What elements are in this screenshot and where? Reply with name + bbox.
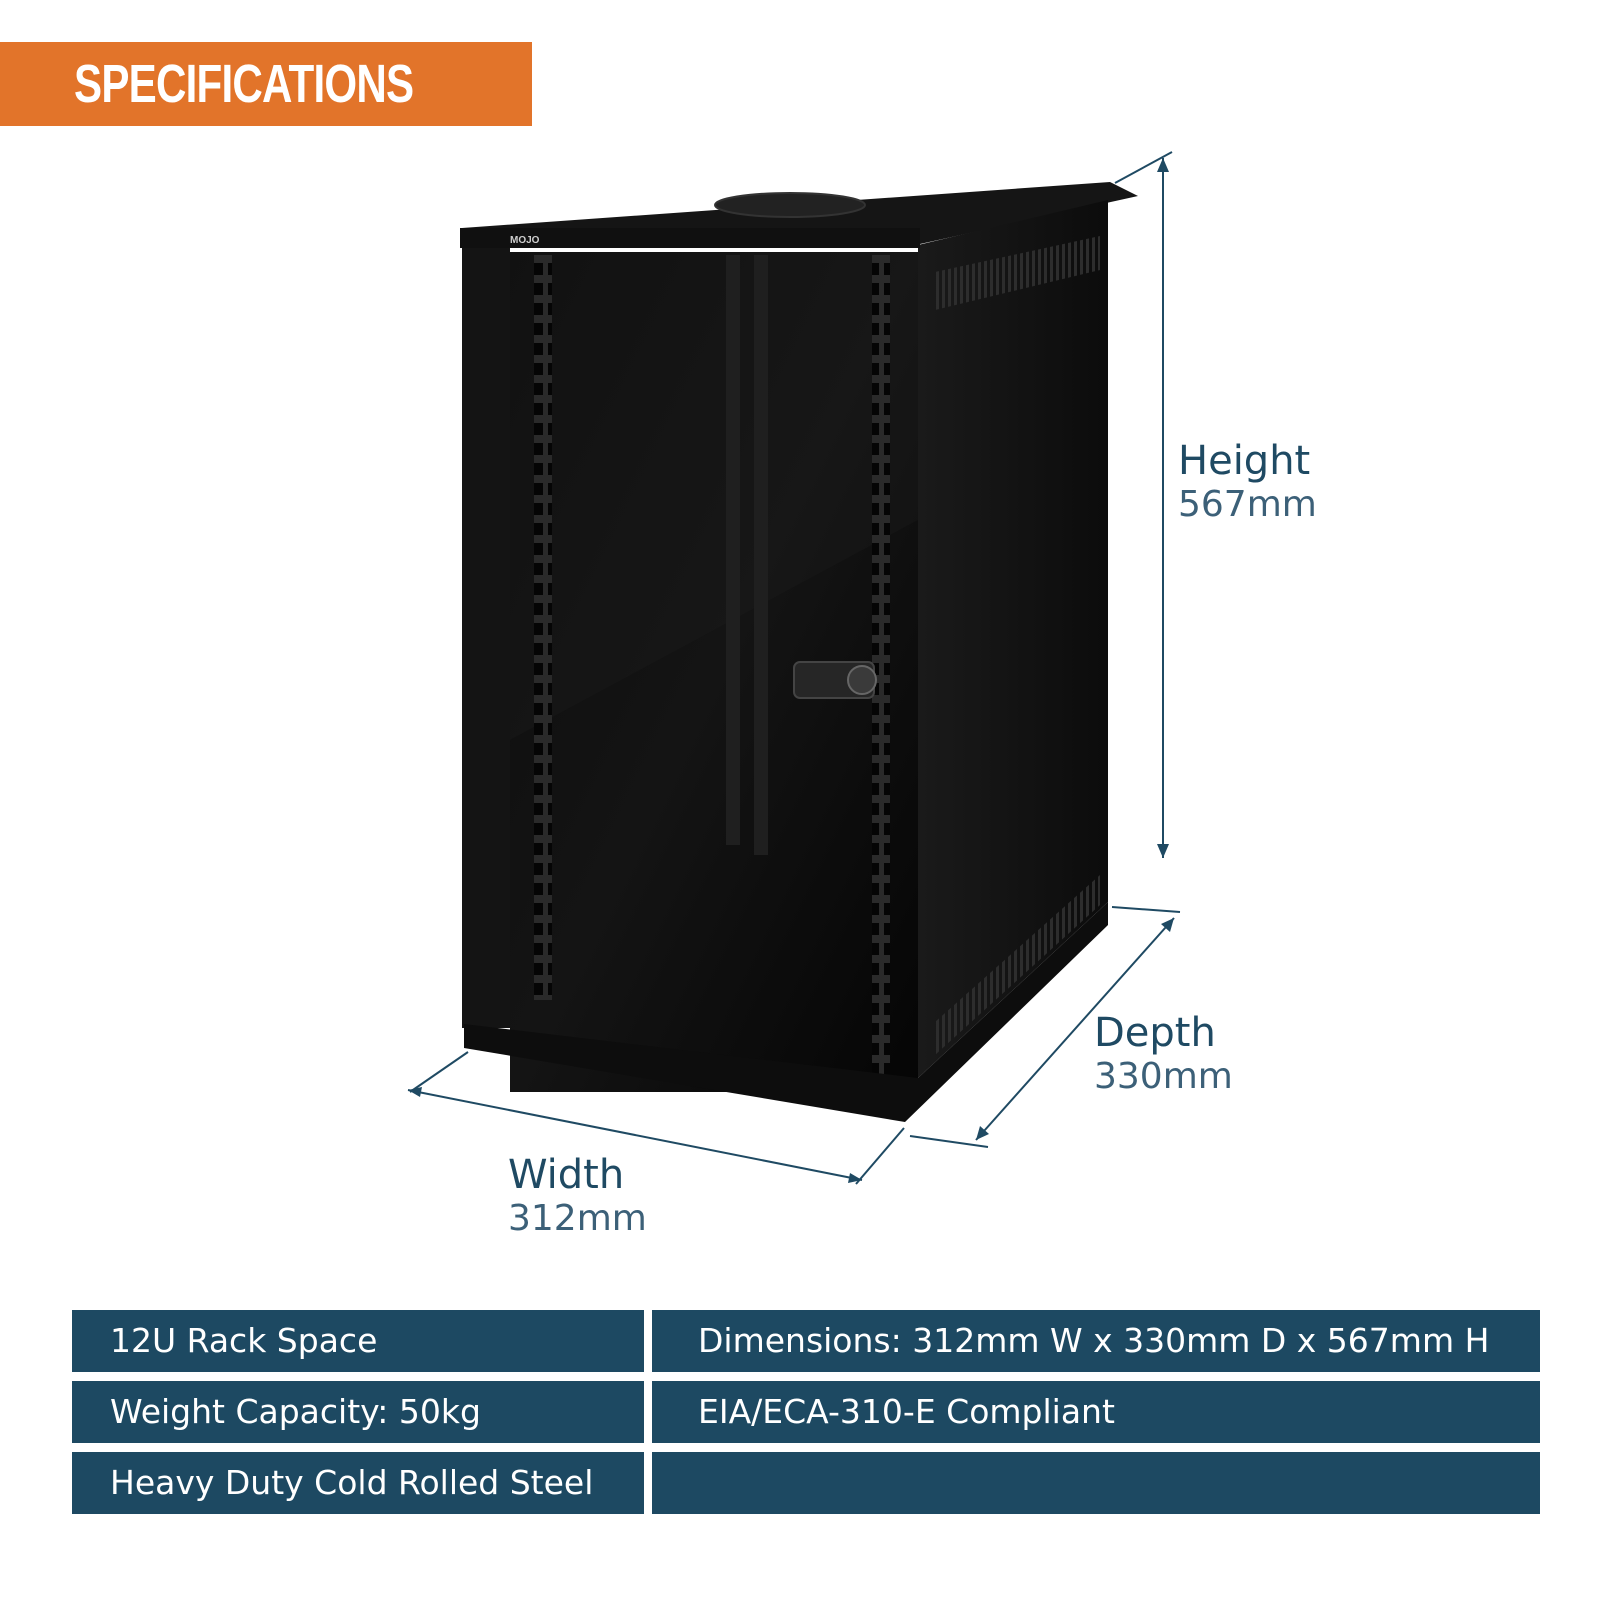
rear-rail-left — [726, 255, 740, 845]
width-dimension-line — [407, 1089, 863, 1181]
glass-reflection — [510, 252, 918, 740]
width-name: Width — [508, 1152, 625, 1198]
arrowhead-icon — [1157, 158, 1169, 172]
banner-title: SPECIFICATIONS — [74, 54, 414, 114]
width-label: Width 312mm — [508, 1152, 647, 1239]
cabinet-base — [464, 902, 1108, 1122]
arrowhead-icon — [408, 1087, 422, 1097]
front-top-frame — [460, 228, 920, 248]
cabinet-side-panel — [918, 200, 1108, 1078]
height-value: 567mm — [1178, 484, 1317, 525]
height-label: Height 567mm — [1178, 438, 1317, 525]
height-name: Height — [1178, 438, 1311, 484]
depth-label: Depth 330mm — [1094, 1010, 1233, 1097]
width-extension-right — [855, 1127, 905, 1185]
arrowhead-icon — [1161, 918, 1174, 932]
depth-value: 330mm — [1094, 1056, 1233, 1097]
side-vents-bottom — [935, 875, 1100, 1055]
spec-cell-compliance: EIA/ECA-310-E Compliant — [652, 1381, 1540, 1443]
depth-name: Depth — [1094, 1010, 1216, 1056]
table-row: Heavy Duty Cold Rolled Steel — [72, 1452, 1540, 1514]
spec-cell-material: Heavy Duty Cold Rolled Steel — [72, 1452, 644, 1514]
depth-extension-front — [909, 1135, 989, 1148]
height-extension-bottom — [1111, 906, 1181, 913]
brand-logo: MOJO — [510, 235, 540, 246]
table-row: Weight Capacity: 50kg EIA/ECA-310-E Comp… — [72, 1381, 1540, 1443]
depth-dimension-line — [975, 917, 1175, 1141]
arrowhead-icon — [848, 1173, 862, 1183]
table-row: 12U Rack Space Dimensions: 312mm W x 330… — [72, 1310, 1540, 1372]
front-left-pillar — [462, 248, 510, 1028]
arrowhead-icon — [976, 1126, 989, 1140]
width-extension-left — [409, 1051, 469, 1093]
specifications-table: 12U Rack Space Dimensions: 312mm W x 330… — [72, 1310, 1540, 1523]
rail-holes-right — [872, 255, 890, 1085]
specifications-banner: SPECIFICATIONS — [0, 42, 532, 126]
side-vents-top — [935, 236, 1100, 310]
rear-rail-right — [754, 255, 768, 855]
height-extension-top — [1114, 151, 1173, 184]
spec-cell-empty — [652, 1452, 1540, 1514]
arrowhead-icon — [1157, 844, 1169, 858]
rail-holes-left — [534, 255, 552, 1000]
spec-cell-rack-space: 12U Rack Space — [72, 1310, 644, 1372]
lock-icon — [847, 665, 877, 695]
spec-cell-weight-capacity: Weight Capacity: 50kg — [72, 1381, 644, 1443]
spec-cell-dimensions: Dimensions: 312mm W x 330mm D x 567mm H — [652, 1310, 1540, 1372]
width-value: 312mm — [508, 1198, 647, 1239]
fan-vent-icon — [714, 192, 866, 218]
